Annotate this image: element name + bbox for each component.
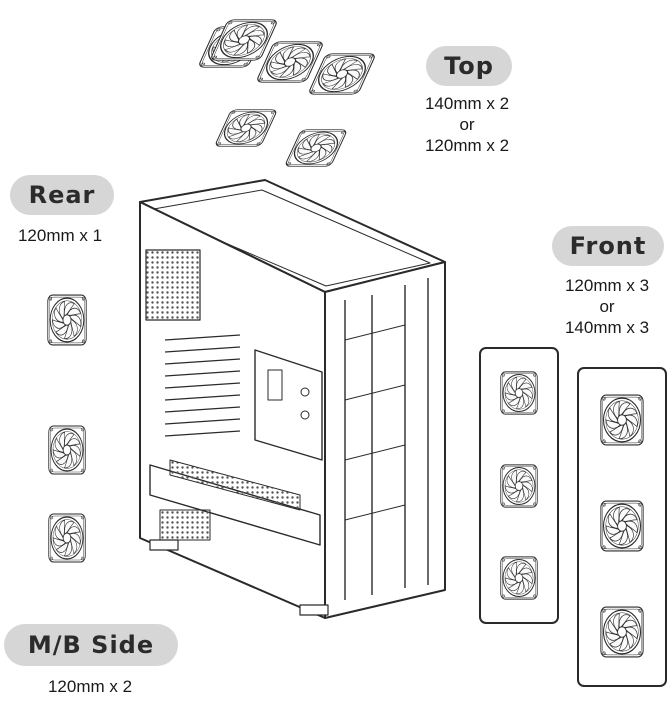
front-label-pill: Front xyxy=(552,226,664,266)
top-title: Top xyxy=(444,52,494,80)
rear-spec: 120mm x 1 xyxy=(0,225,120,246)
top-fans-lower xyxy=(213,109,349,167)
fan-icon xyxy=(209,19,279,61)
fan-icon xyxy=(255,41,325,83)
mb-side-spec: 120mm x 2 xyxy=(20,676,160,697)
top-spec-line-1: 140mm x 2 xyxy=(424,94,510,113)
fan-icon xyxy=(47,294,87,346)
front-spec-line-3: 140mm x 3 xyxy=(564,318,650,337)
front-spec: 120mm x 3 or 140mm x 3 xyxy=(544,275,670,338)
fan-icon xyxy=(500,556,538,600)
fan-icon xyxy=(48,513,86,563)
top-spec: 140mm x 2 or 120mm x 2 xyxy=(400,93,534,156)
rear-title: Rear xyxy=(28,181,96,209)
mb-side-spec-line-1: 120mm x 2 xyxy=(47,677,133,696)
fan-icon xyxy=(283,129,349,167)
fan-icon xyxy=(600,394,644,446)
mb-side-title: M/B Side xyxy=(27,631,155,659)
front-fans-120 xyxy=(479,347,559,624)
top-spec-line-2: or xyxy=(459,115,475,134)
pc-case-icon xyxy=(139,179,446,619)
fan-icon xyxy=(213,109,279,147)
fan-icon xyxy=(500,464,538,508)
fan-icon xyxy=(48,425,86,475)
front-spec-line-2: or xyxy=(599,297,615,316)
top-fans-upper xyxy=(197,19,377,95)
rear-spec-line-1: 120mm x 1 xyxy=(17,226,103,245)
top-label-pill: Top xyxy=(426,46,512,86)
front-fans-140 xyxy=(577,367,667,687)
fan-icon xyxy=(600,500,644,552)
rear-label-pill: Rear xyxy=(10,175,114,215)
front-spec-line-1: 120mm x 3 xyxy=(564,276,650,295)
front-title: Front xyxy=(569,232,647,260)
fan-icon xyxy=(307,53,377,95)
top-spec-line-3: 120mm x 2 xyxy=(424,136,510,155)
fan-icon xyxy=(500,371,538,415)
fan-icon xyxy=(600,606,644,658)
mb-side-label-pill: M/B Side xyxy=(4,624,178,666)
